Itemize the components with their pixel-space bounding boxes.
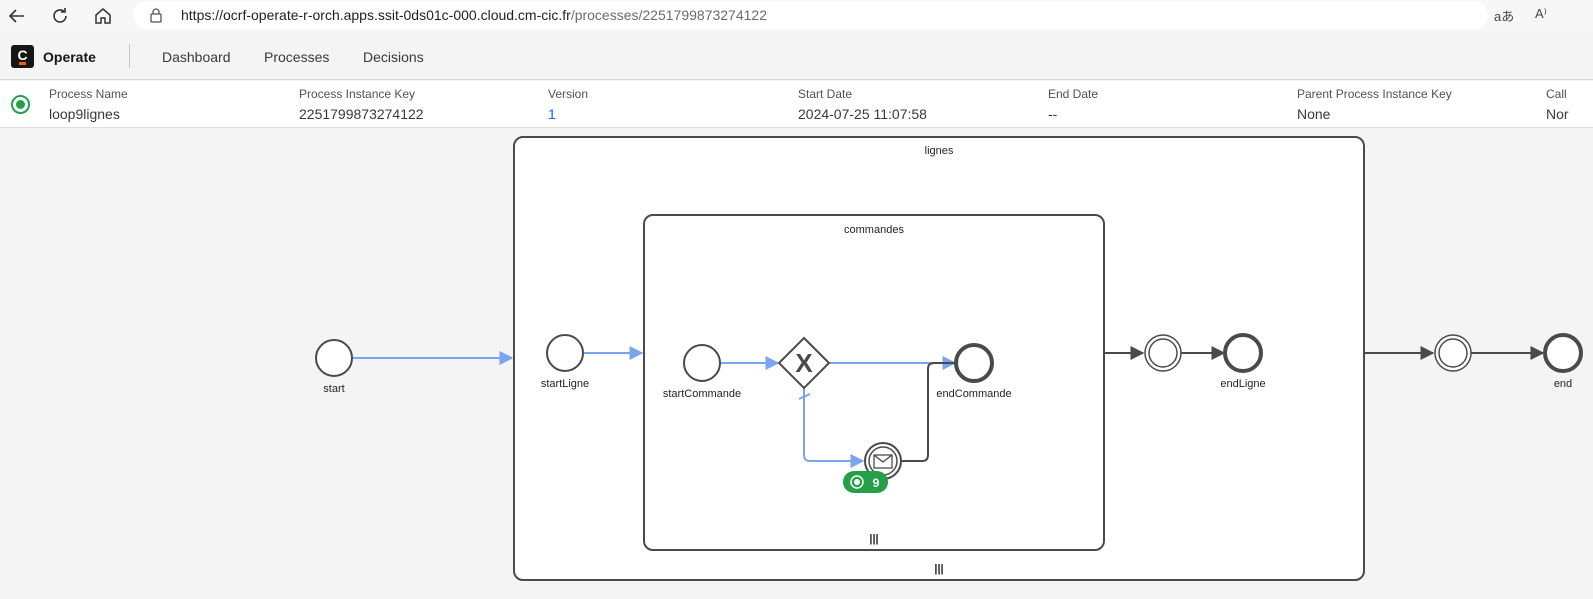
field-label: Parent Process Instance Key <box>1297 87 1452 101</box>
field-label: Process Instance Key <box>299 87 416 101</box>
subprocess-commandes[interactable]: commandes ||| <box>643 214 1105 551</box>
field-parent-key: Parent Process Instance Key None <box>1297 87 1452 122</box>
active-state-icon <box>850 475 864 489</box>
field-label: Process Name <box>49 87 128 101</box>
lock-icon[interactable] <box>149 7 163 28</box>
intermediate-throw-event[interactable] <box>1144 334 1182 372</box>
address-bar[interactable]: https://ocrf-operate-r-orch.apps.ssit-0d… <box>133 1 1488 29</box>
refresh-icon[interactable] <box>48 4 72 28</box>
intermediate-throw-event[interactable] <box>1434 334 1472 372</box>
called-instances-value: Nor <box>1546 106 1569 122</box>
field-label: End Date <box>1048 87 1099 101</box>
end-date-value: -- <box>1048 106 1058 122</box>
endcommande-event[interactable]: endCommande <box>936 343 1012 400</box>
field-label: Version <box>548 87 589 101</box>
active-state-icon <box>11 95 30 114</box>
url-path: /processes/2251799873274122 <box>570 7 767 23</box>
startligne-event[interactable]: startLigne <box>541 334 589 390</box>
endcommande-label: endCommande <box>936 388 1011 400</box>
camunda-logo[interactable]: C <box>11 45 34 68</box>
endligne-label: endLigne <box>1220 378 1265 390</box>
app-title[interactable]: Operate <box>43 49 96 65</box>
bpmn-diagram-canvas[interactable]: lignes ||| commandes ||| start <box>0 129 1593 599</box>
flow-message-event-to-endcommande[interactable] <box>902 362 955 462</box>
field-end-date: End Date -- <box>1048 87 1098 122</box>
multi-instance-marker-icon: ||| <box>869 533 878 545</box>
bpmn-diagram[interactable]: lignes ||| commandes ||| start <box>0 129 1593 599</box>
startcommande-label: startCommande <box>663 388 741 400</box>
instance-key-value: 2251799873274122 <box>299 106 424 122</box>
startligne-label: startLigne <box>541 378 589 390</box>
start-event-label: start <box>323 383 344 395</box>
nav-processes[interactable]: Processes <box>264 49 330 65</box>
field-label: Call <box>1546 87 1567 101</box>
immersive-reader-icon[interactable]: A⁾ <box>1535 6 1547 21</box>
parent-key-value: None <box>1297 106 1331 122</box>
exclusive-gateway[interactable]: X <box>777 336 831 390</box>
nav-decisions[interactable]: Decisions <box>363 49 424 65</box>
multi-instance-marker-icon: ||| <box>934 563 943 575</box>
field-label: Start Date <box>798 87 853 101</box>
start-event[interactable]: start <box>315 339 353 395</box>
field-instance-key: Process Instance Key 2251799873274122 <box>299 87 424 122</box>
field-start-date: Start Date 2024-07-25 11:07:58 <box>798 87 927 122</box>
default-flow-marker <box>798 393 811 400</box>
read-aloud-icon[interactable]: aあ <box>1494 9 1515 24</box>
home-icon[interactable] <box>91 4 115 28</box>
nav-dashboard[interactable]: Dashboard <box>162 49 231 65</box>
instance-header: Process Name loop9lignes Process Instanc… <box>0 81 1593 128</box>
end-event-label: end <box>1554 378 1572 390</box>
flow-gateway-to-message-event[interactable] <box>803 388 865 468</box>
gateway-x-icon: X <box>795 348 813 378</box>
subprocess-commandes-label: commandes <box>844 224 904 236</box>
startcommande-event[interactable]: startCommande <box>663 344 741 400</box>
active-instances-badge[interactable]: 9 <box>843 471 888 493</box>
url-host: https://ocrf-operate-r-orch.apps.ssit-0d… <box>181 7 571 23</box>
version-link[interactable]: 1 <box>548 106 556 122</box>
app-header: C Operate Dashboard Processes Decisions <box>0 31 1593 80</box>
back-icon[interactable] <box>5 4 29 28</box>
browser-toolbar: https://ocrf-operate-r-orch.apps.ssit-0d… <box>0 0 1593 31</box>
field-process-name: Process Name loop9lignes <box>49 87 128 122</box>
start-date-value: 2024-07-25 11:07:58 <box>798 106 927 122</box>
header-divider <box>129 44 130 68</box>
endligne-event[interactable]: endLigne <box>1220 333 1266 390</box>
envelope-icon <box>873 454 893 469</box>
url-text: https://ocrf-operate-r-orch.apps.ssit-0d… <box>181 7 767 23</box>
process-name-value: loop9lignes <box>49 106 120 122</box>
subprocess-lignes-label: lignes <box>925 145 954 157</box>
end-event[interactable]: end <box>1543 333 1583 390</box>
active-instances-count: 9 <box>873 476 880 490</box>
field-version: Version 1 <box>548 87 588 122</box>
field-called-instances: Call Nor <box>1546 87 1569 122</box>
message-catch-event[interactable] <box>864 442 902 480</box>
sequence-flows <box>352 346 1545 468</box>
